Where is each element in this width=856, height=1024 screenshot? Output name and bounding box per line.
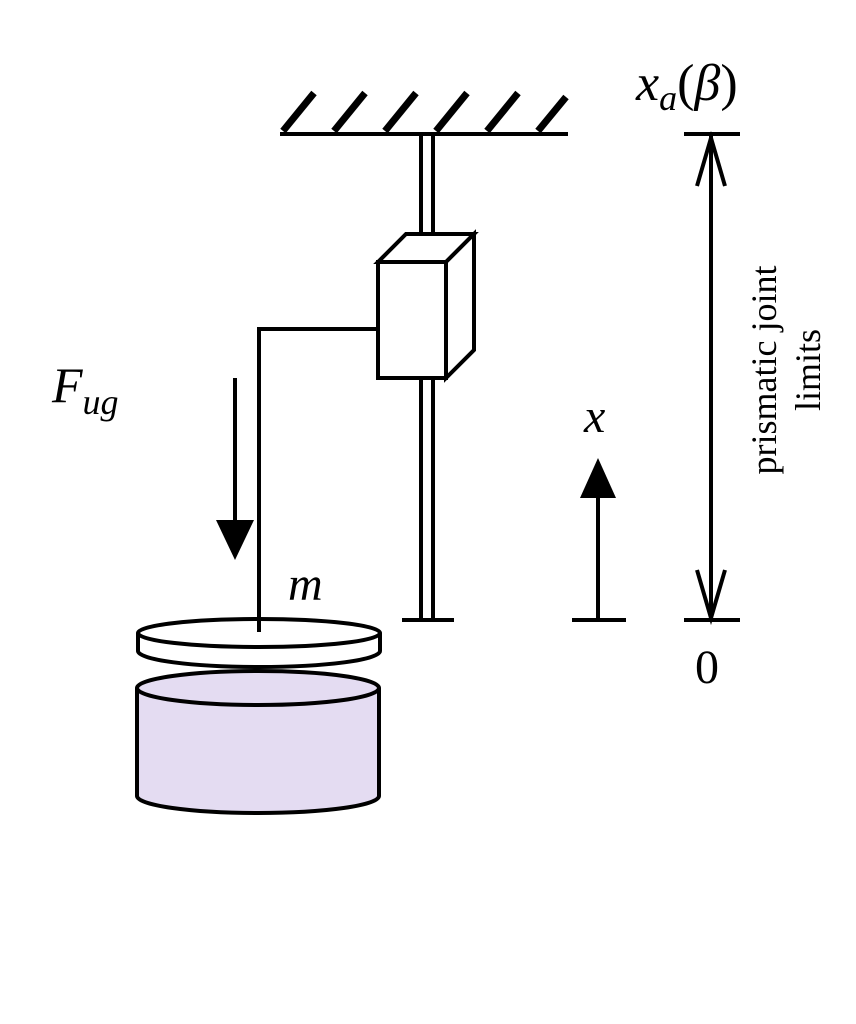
mass-cylinder (135, 669, 381, 815)
lower-limit-label: 0 (695, 641, 719, 694)
svg-text:limits: limits (788, 329, 828, 411)
connecting-arm (257, 327, 378, 632)
slider-block (373, 229, 479, 383)
svg-text:prismatic joint: prismatic joint (744, 266, 784, 475)
force-arrow (216, 378, 254, 560)
force-label: Fug (51, 357, 119, 422)
mass-label: m (288, 558, 323, 611)
ceiling-hatch (280, 90, 569, 134)
x-axis-label: x (583, 390, 605, 443)
joint-limits-dimension (684, 130, 740, 626)
upper-limit-label: xa(β) (635, 55, 738, 118)
joint-limits-label: prismatic joint limits (744, 266, 828, 475)
x-direction-arrow (572, 458, 626, 622)
